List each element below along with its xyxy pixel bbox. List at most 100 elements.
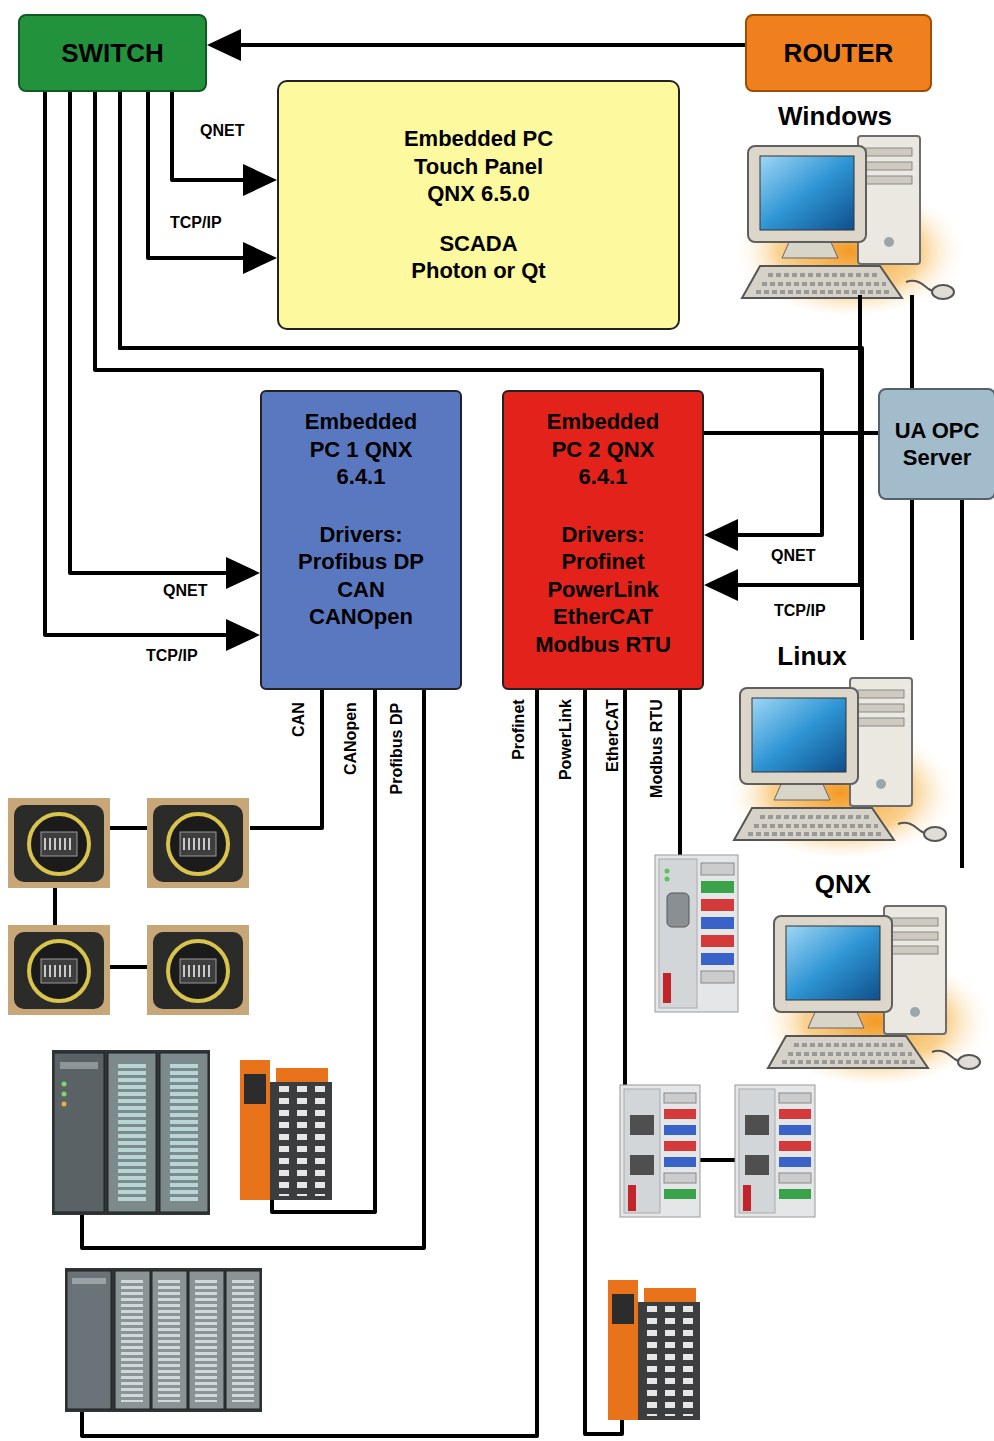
node-title: Windows: [778, 100, 892, 133]
edge-label: TCP/IP: [772, 601, 828, 620]
plc-terminals: [232, 1280, 254, 1402]
node-title: Embedded PC 2 QNX 6.4.1: [533, 408, 673, 491]
plc-terminals: [118, 1064, 146, 1204]
connector-line: [910, 295, 914, 388]
switch-box: SWITCH: [18, 14, 207, 92]
coupler-body: [655, 855, 738, 1012]
io-module: [240, 1060, 332, 1200]
can-module: [147, 798, 249, 888]
terminal: [701, 935, 734, 947]
connector-line: [704, 431, 878, 435]
node-title: Linux: [777, 640, 846, 673]
linux-computer: [724, 678, 960, 856]
opc-server-box: UA OPC Server: [878, 388, 994, 500]
connector-line: [148, 92, 257, 258]
node-title: ROUTER: [784, 37, 894, 70]
wire-label: PowerLink: [555, 697, 574, 782]
coupler-front: [659, 859, 697, 1008]
coupler-led: [665, 869, 670, 874]
terminal: [701, 899, 734, 911]
touch-panel-box: Embedded PC Touch Panel QNX 6.5.0SCADA P…: [277, 80, 680, 330]
connector: [207, 29, 745, 61]
edge-label: QNET: [161, 581, 209, 600]
connector: [962, 500, 963, 868]
ethercat-coupler: [620, 1085, 700, 1217]
connector-line: [910, 500, 914, 640]
siemens-plc: [65, 1268, 262, 1412]
can-chain: [53, 887, 57, 925]
terminal: [701, 881, 734, 893]
wire-label: CANopen: [340, 700, 359, 777]
can-module: [8, 798, 110, 888]
plc-led: [62, 1092, 67, 1097]
arrowhead: [704, 519, 738, 551]
dsub-connector: [667, 893, 689, 927]
node-title: Embedded PC Touch Panel QNX 6.5.0: [404, 125, 554, 208]
plc-terminals: [170, 1064, 198, 1204]
wire-label: Profibus DP: [387, 700, 406, 796]
plc-cpu: [67, 1271, 111, 1409]
arrowhead: [226, 557, 260, 589]
plc-led: [62, 1082, 67, 1087]
terminal: [701, 917, 734, 929]
computer-label: Linux: [702, 640, 922, 845]
connector: [912, 295, 913, 388]
computer-label: Windows: [725, 100, 945, 295]
connector-line: [120, 92, 860, 585]
plc-terminals: [195, 1280, 217, 1402]
io-module: [608, 1280, 700, 1420]
connector: [70, 92, 260, 589]
plc-rack: [52, 1050, 210, 1215]
profibus-wire: [82, 688, 424, 1248]
siemens-plc: [52, 1050, 210, 1215]
connector: [120, 92, 862, 640]
terminal: [701, 863, 734, 875]
wire-label: Profinet: [509, 697, 528, 761]
node-body: Drivers: Profinet PowerLink EtherCAT Mod…: [533, 521, 673, 659]
node-title: SWITCH: [61, 37, 164, 70]
ethercat-coupler: [735, 1085, 815, 1217]
node-body: SCADA Photon or Qt: [404, 230, 554, 285]
plc-terminals: [121, 1280, 143, 1402]
windows-computer: [732, 136, 968, 314]
modbus-wire: [678, 688, 682, 855]
embedded-pc-box: Embedded PC 1 QNX 6.4.1Drivers: Profibus…: [260, 390, 462, 690]
connector-line: [960, 500, 964, 868]
plc-badge: [72, 1278, 106, 1284]
can-module: [147, 925, 249, 1015]
can-wire: [250, 688, 322, 828]
arrowhead: [207, 29, 241, 61]
connector: [704, 433, 878, 434]
node-body: Drivers: Profibus DP CAN CANOpen: [291, 521, 431, 631]
terminal: [701, 953, 734, 965]
plc-module: [108, 1053, 156, 1212]
qnx-computer: [758, 906, 994, 1084]
coupler-led: [665, 877, 670, 882]
arrowhead: [243, 164, 277, 196]
arrowhead: [704, 569, 738, 601]
edge-label: TCP/IP: [144, 646, 200, 665]
connector: [912, 500, 913, 640]
plc-cpu: [54, 1053, 104, 1212]
connector: [148, 92, 277, 274]
plc-module: [115, 1271, 150, 1409]
node-title: Embedded PC 1 QNX 6.4.1: [291, 408, 431, 491]
plc-led: [62, 1102, 67, 1107]
terminal: [701, 971, 734, 983]
computer-label: QNX: [713, 868, 973, 1068]
connector-line: [45, 92, 240, 635]
plc-module: [189, 1271, 224, 1409]
node-title: UA OPC Server: [887, 417, 987, 472]
wire-label: Modbus RTU: [646, 697, 665, 800]
router-box: ROUTER: [745, 14, 932, 92]
wire-label: CAN: [288, 700, 307, 739]
profinet-wire: [82, 688, 537, 1436]
can-chain: [110, 826, 147, 830]
plc-terminals: [158, 1280, 180, 1402]
edge-label: QNET: [198, 121, 246, 140]
plc-module: [160, 1053, 208, 1212]
brand-strip: [663, 973, 671, 1003]
modbus-coupler: [655, 855, 738, 1012]
embedded-pc-box: Embedded PC 2 QNX 6.4.1Drivers: Profinet…: [502, 390, 704, 690]
